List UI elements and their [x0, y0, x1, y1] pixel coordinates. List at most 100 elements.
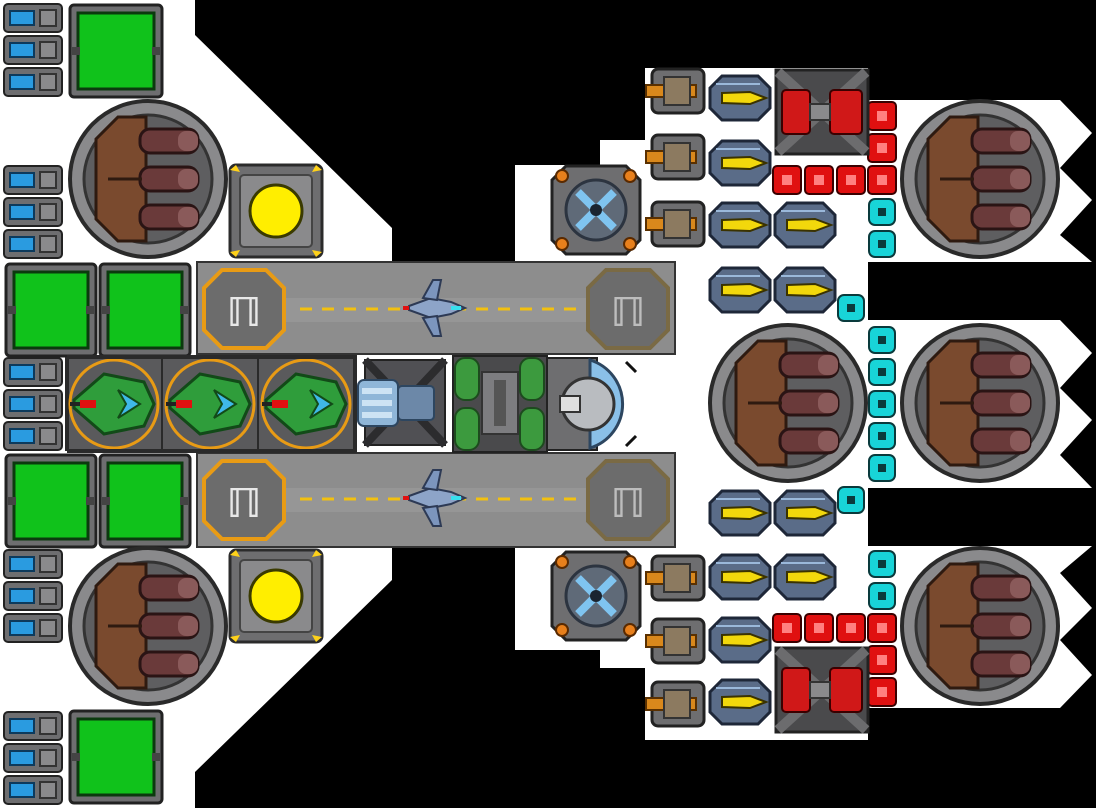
- cockpit-icon[interactable]: [546, 357, 638, 451]
- missile-pod-icon[interactable]: [708, 553, 772, 601]
- missile-pod-icon[interactable]: [708, 201, 772, 249]
- laser-cell-icon[interactable]: [804, 613, 834, 643]
- shield-cell-icon[interactable]: [837, 486, 865, 514]
- cargo-hold-icon[interactable]: [98, 262, 192, 358]
- turret-pod-icon[interactable]: [708, 323, 868, 483]
- cargo-hold-icon[interactable]: [68, 3, 164, 99]
- pad-marker: ℿ: [611, 481, 646, 527]
- missile-pod-icon[interactable]: [773, 266, 837, 314]
- missile-pods: [708, 74, 837, 726]
- fighter-dock: [65, 355, 357, 453]
- shield-cell-icon[interactable]: [868, 422, 896, 450]
- heavy-laser-mounts: [774, 68, 870, 734]
- thruster-icon[interactable]: [3, 711, 63, 741]
- gun-turret-icon[interactable]: [645, 133, 706, 181]
- shield-cell-icon[interactable]: [868, 390, 896, 418]
- thruster-icon[interactable]: [3, 613, 63, 643]
- thruster-icon[interactable]: [3, 3, 63, 33]
- pad-marker: ℿ: [227, 481, 262, 527]
- turret-pods: [68, 99, 1060, 706]
- pad-marker: ℿ: [611, 290, 646, 336]
- shield-cell-icon[interactable]: [868, 582, 896, 610]
- thruster-icon[interactable]: [3, 35, 63, 65]
- laser-cell-icon[interactable]: [772, 165, 802, 195]
- thruster-icon[interactable]: [3, 229, 63, 259]
- turret-pod-icon[interactable]: [900, 546, 1060, 706]
- thruster-icon[interactable]: [3, 775, 63, 805]
- thruster-icon[interactable]: [3, 743, 63, 773]
- turret-pod-icon[interactable]: [900, 323, 1060, 483]
- fighter-icon[interactable]: [65, 357, 163, 451]
- laser-cell-icon[interactable]: [836, 165, 866, 195]
- thruster-icon[interactable]: [3, 197, 63, 227]
- shield-cell-icon[interactable]: [837, 294, 865, 322]
- shield-emitter-icon[interactable]: [550, 164, 642, 256]
- hangar-pad-icon: ℿ: [586, 268, 670, 350]
- hangar-bay-upper[interactable]: ℿ ℿ: [196, 261, 676, 355]
- fighter-icon[interactable]: [257, 357, 355, 451]
- laser-cell-icon[interactable]: [804, 165, 834, 195]
- missile-pod-icon[interactable]: [708, 74, 772, 122]
- shield-cell-icon[interactable]: [868, 454, 896, 482]
- missile-pod-icon[interactable]: [708, 489, 772, 537]
- shield-cell-icon[interactable]: [868, 230, 896, 258]
- engine-icon[interactable]: [452, 355, 548, 453]
- missile-pod-icon[interactable]: [773, 553, 837, 601]
- laser-cells: [772, 101, 897, 707]
- shield-cells: [837, 198, 896, 610]
- thruster-icon[interactable]: [3, 67, 63, 97]
- gun-turret-icon[interactable]: [645, 617, 706, 665]
- thruster-icon[interactable]: [3, 389, 63, 419]
- thruster-icon[interactable]: [3, 165, 63, 195]
- missile-pod-icon[interactable]: [708, 139, 772, 187]
- gun-turret-icon[interactable]: [645, 554, 706, 602]
- missile-pod-icon[interactable]: [773, 489, 837, 537]
- shield-cell-icon[interactable]: [868, 198, 896, 226]
- thruster-icon[interactable]: [3, 581, 63, 611]
- hangar-bay-lower[interactable]: ℿ ℿ: [196, 452, 676, 548]
- laser-cell-icon[interactable]: [774, 646, 870, 734]
- fighter-icon[interactable]: [161, 357, 259, 451]
- missile-pod-icon[interactable]: [708, 616, 772, 664]
- gun-turret-icon[interactable]: [645, 200, 706, 248]
- cargo-hold-icon[interactable]: [68, 709, 164, 805]
- thruster-icon[interactable]: [3, 421, 63, 451]
- engine-icon[interactable]: [357, 357, 448, 448]
- fighter-icon: [403, 279, 468, 337]
- shield-cell-icon[interactable]: [868, 550, 896, 578]
- laser-cell-icon[interactable]: [867, 613, 897, 643]
- missile-pod-icon[interactable]: [708, 266, 772, 314]
- laser-cell-icon[interactable]: [867, 101, 897, 131]
- turret-pod-icon[interactable]: [900, 99, 1060, 259]
- reactor-core[interactable]: [228, 548, 324, 644]
- laser-cell-icon[interactable]: [836, 613, 866, 643]
- pad-marker: ℿ: [227, 290, 262, 336]
- shield-cell-icon[interactable]: [868, 326, 896, 354]
- turret-pod-icon[interactable]: [68, 99, 228, 259]
- thruster-icon[interactable]: [3, 549, 63, 579]
- laser-cell-icon[interactable]: [774, 68, 870, 156]
- missile-pod-icon[interactable]: [708, 678, 772, 726]
- shield-cell-icon[interactable]: [868, 358, 896, 386]
- cargo-hold-icon[interactable]: [4, 262, 98, 358]
- laser-cell-icon[interactable]: [867, 677, 897, 707]
- laser-cell-icon[interactable]: [867, 165, 897, 195]
- laser-cell-icon[interactable]: [772, 613, 802, 643]
- gun-turret-icon[interactable]: [645, 680, 706, 728]
- laser-cell-icon[interactable]: [867, 645, 897, 675]
- missile-pod-icon[interactable]: [773, 201, 837, 249]
- cargo-hold-icon[interactable]: [98, 453, 192, 549]
- hangar-pad-icon: ℿ: [202, 459, 286, 541]
- turret-pod-icon[interactable]: [68, 546, 228, 706]
- shield-emitters: [550, 164, 642, 642]
- fighter-icon: [403, 469, 468, 527]
- laser-cell-icon[interactable]: [867, 133, 897, 163]
- shield-emitter-icon[interactable]: [550, 550, 642, 642]
- thruster-icon[interactable]: [3, 357, 63, 387]
- cargo-hold-icon[interactable]: [4, 453, 98, 549]
- gun-turret-icon[interactable]: [645, 67, 706, 115]
- reactor-core[interactable]: [228, 163, 324, 259]
- hangar-pad-icon: ℿ: [586, 459, 670, 541]
